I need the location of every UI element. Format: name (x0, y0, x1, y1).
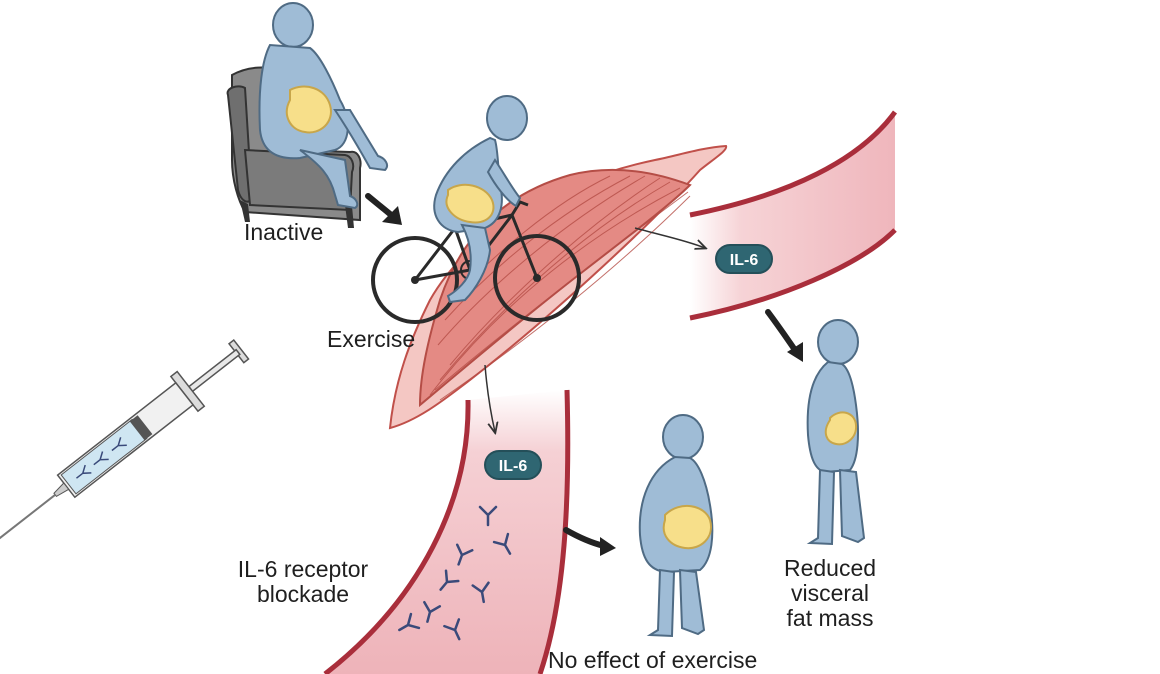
label-reduced-line1: Reduced (783, 555, 877, 581)
arrow-vessel-to-no-effect (563, 527, 616, 556)
syringe-icon (0, 339, 250, 556)
reduced-fat-person-icon (806, 319, 866, 546)
label-reduced-line3: fat mass (786, 605, 874, 631)
arrow-muscle-to-lower-vessel (484, 364, 495, 432)
label-reduced-fat: Reduced visceral fat mass (770, 556, 890, 631)
lower-blood-vessel (323, 389, 571, 674)
arrow-vessel-to-reduced (765, 309, 803, 362)
label-il6-blockade: IL-6 receptor blockade (218, 557, 388, 607)
il6-badge-lower: IL-6 (484, 450, 542, 480)
upper-blood-vessel (689, 110, 898, 321)
antibody-molecules (398, 505, 512, 641)
exercising-person-icon (433, 95, 528, 304)
label-no-effect: No effect of exercise (548, 647, 758, 673)
label-il6-blockade-line2: blockade (256, 581, 350, 607)
no-effect-person-icon (638, 414, 714, 638)
label-reduced-line2: visceral (791, 580, 869, 606)
label-inactive: Inactive (244, 219, 324, 245)
il6-badge-upper: IL-6 (715, 244, 773, 274)
arrow-muscle-to-upper-vessel (634, 227, 705, 248)
muscle-illustration (388, 144, 728, 430)
label-il6-blockade-line1: IL-6 receptor (237, 556, 369, 582)
inactive-person-icon (258, 2, 388, 210)
arrow-inactive-to-exercise (365, 193, 402, 225)
label-exercise: Exercise (327, 326, 416, 352)
